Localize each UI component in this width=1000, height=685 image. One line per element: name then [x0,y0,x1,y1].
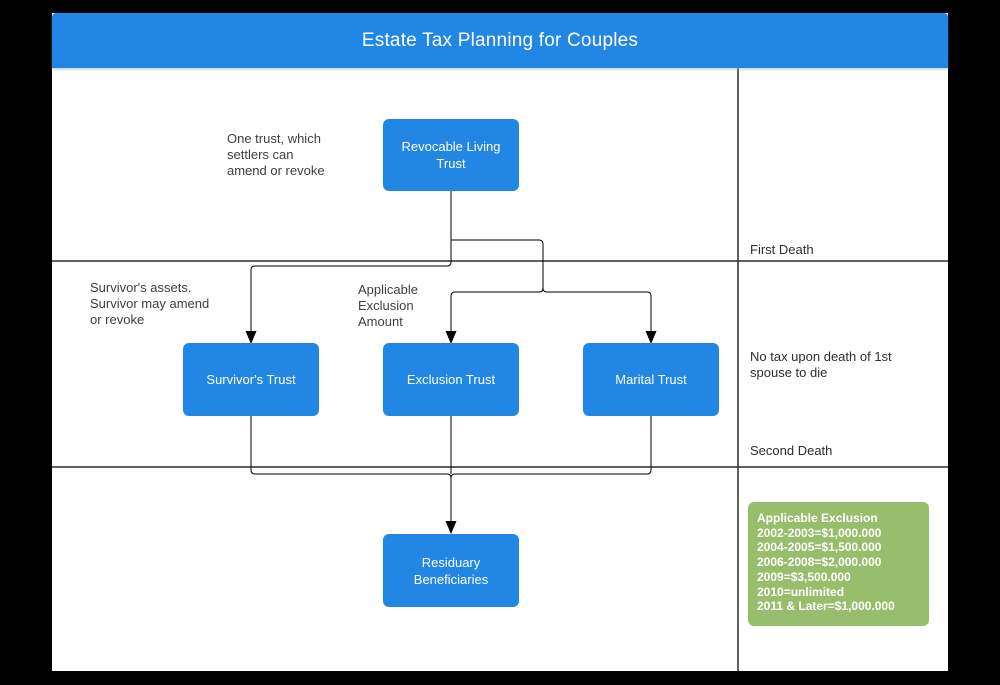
node-label: Exclusion Trust [406,372,496,387]
edge-branch-right [451,239,544,288]
exclusion-note-row: 2010=unlimited [757,584,845,599]
edge-survivors-to-merge [250,416,452,479]
arrowhead-exclusion [445,331,457,344]
applicable-exclusion-note: Applicable Exclusion 2002-2003=$1,000.00… [748,502,929,626]
sidebar-label-first-death: First Death [750,242,814,257]
node-label: Marital Trust [615,372,687,387]
sidebar-label-no-tax: No tax upon death of 1st spouse to die [750,349,892,380]
arrowheads [245,331,657,534]
flowchart-connectors [52,68,948,671]
connector-lines [250,191,652,521]
annotation-one-trust: One trust, which settlers can amend or r… [227,131,325,178]
node-marital-trust[interactable]: Marital Trust [583,343,719,416]
page-title: Estate Tax Planning for Couples [361,29,639,51]
node-exclusion-trust[interactable]: Exclusion Trust [383,343,519,416]
annotation-survivors-assets: Survivor's assets. Survivor may amend or… [90,280,210,327]
edge-revocable-to-survivors [250,191,452,332]
sidebar-label-second-death: Second Death [750,443,833,458]
exclusion-note-row: 2002-2003=$1,000.000 [757,525,882,540]
exclusion-note-row: 2006-2008=$2,000.000 [757,555,882,570]
node-label: Revocable Living Trust [401,139,501,171]
title-bar: Estate Tax Planning for Couples [52,13,948,68]
arrowhead-marital [645,331,657,344]
exclusion-note-row: 2011 & Later=$1,000.000 [757,599,895,614]
edge-to-exclusion [450,287,544,332]
node-survivors-trust[interactable]: Survivor's Trust [183,343,319,416]
node-label: Survivor's Trust [206,372,296,387]
edge-to-marital [542,287,652,332]
exclusion-note-title: Applicable Exclusion [757,511,878,525]
exclusion-note-row: 2009=$3,500.000 [757,569,851,584]
node-revocable-living-trust[interactable]: Revocable Living Trust [383,119,519,191]
node-label: Residuary Beneficiaries [413,554,489,587]
node-residuary-beneficiaries[interactable]: Residuary Beneficiaries [383,534,519,607]
arrowhead-survivors [245,331,257,344]
diagram-canvas: Estate Tax Planning for Couples Revocabl… [52,13,948,671]
annotation-applicable-exclusion-amount: Applicable Exclusion Amount [358,282,418,329]
arrowhead-residuary [445,521,457,534]
edge-marital-to-merge [450,416,652,479]
exclusion-note-row: 2004-2005=$1,500.000 [757,540,882,555]
